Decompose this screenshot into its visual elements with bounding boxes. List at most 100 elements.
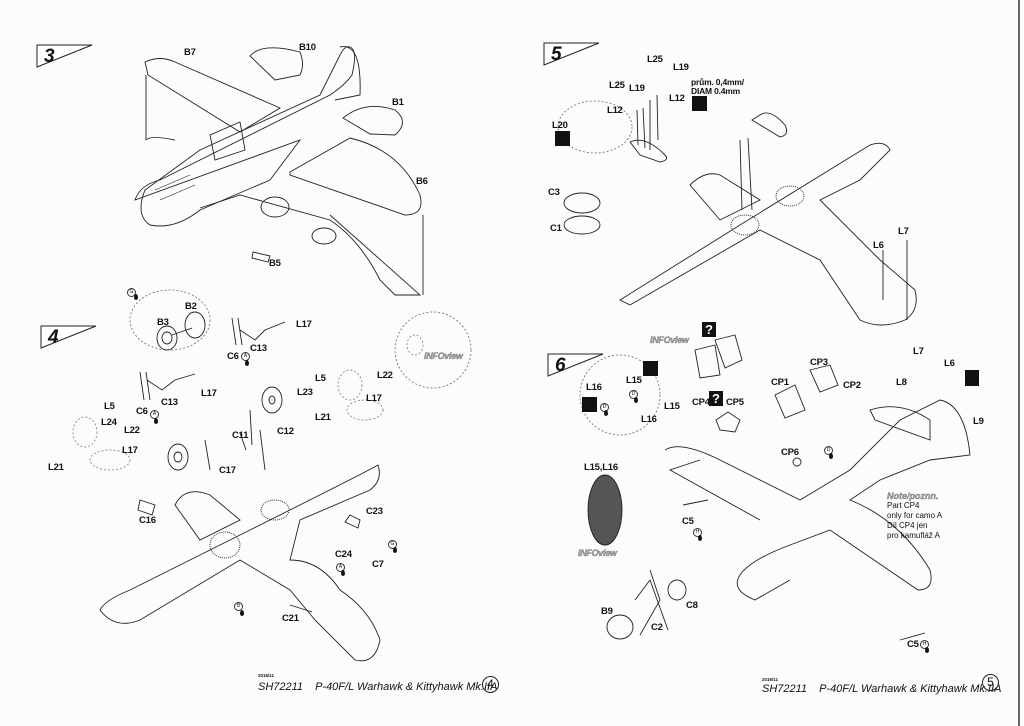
- date-code: 2016/11: [258, 673, 275, 678]
- part-label: L17: [366, 393, 382, 404]
- part-label: B9: [601, 606, 613, 617]
- part-label: CP5: [726, 397, 744, 408]
- paint-ref-H: H: [920, 640, 929, 649]
- step3-aircraft-drawing: [134, 46, 424, 296]
- part-label: C21: [282, 613, 299, 624]
- part-label: C5: [682, 516, 694, 527]
- part-label: L24: [101, 417, 117, 428]
- part-label: L6: [873, 240, 884, 251]
- part-label: B7: [184, 47, 196, 58]
- step-number: 5: [551, 44, 562, 65]
- step5-drawings: [557, 94, 917, 326]
- infoview-label: INFOview: [650, 335, 689, 345]
- part-label: L6: [944, 358, 955, 369]
- bend-photoetch-icon: [643, 361, 658, 376]
- part-label: C13: [250, 343, 267, 354]
- note-line: only for camo A: [887, 511, 943, 520]
- bend-photoetch-icon: [555, 131, 570, 146]
- paint-drop-icon: [134, 294, 138, 300]
- footer-page-5: SH72211 P-40F/L Warhawk & Kittyhawk Mk.II…: [762, 683, 1001, 695]
- note-line: Part CP4: [887, 501, 920, 510]
- paint-drop-icon: [393, 547, 397, 553]
- part-label: L19: [629, 83, 645, 94]
- part-label: C13: [161, 397, 178, 408]
- question-icon: ?: [709, 391, 723, 406]
- part-label: C17: [219, 465, 236, 476]
- step-3-marker: 3: [36, 44, 94, 68]
- paint-ref-B: B: [234, 602, 243, 611]
- paint-ref-A: A: [336, 563, 345, 572]
- page-number-5: 5: [982, 674, 999, 691]
- note-title: Note/poznn.: [887, 491, 939, 501]
- paint-drop-icon: [698, 535, 702, 541]
- part-label: CP3: [810, 357, 828, 368]
- part-label: L17: [296, 319, 312, 330]
- part-label: L15: [626, 375, 642, 386]
- drill-icon: [692, 96, 707, 111]
- part-label: C6: [227, 351, 239, 362]
- part-label: B3: [157, 317, 169, 328]
- part-label: C6: [136, 406, 148, 417]
- part-label: C11: [232, 430, 249, 441]
- paint-drop-icon: [829, 453, 833, 459]
- part-label: B2: [185, 301, 197, 312]
- page-edge: [1018, 0, 1020, 726]
- camo-note: Note/poznn. Part CP4 only for camo A Díl…: [887, 491, 942, 541]
- part-label: L16: [586, 382, 602, 393]
- paint-ref-D: D: [824, 446, 833, 455]
- note-line: pro kamufláž A: [887, 531, 940, 540]
- part-label: L8: [896, 377, 907, 388]
- step-4-marker: 4: [40, 325, 98, 349]
- step-5-marker: 5: [543, 42, 601, 66]
- part-label: C2: [651, 622, 663, 633]
- part-label: L20: [552, 120, 568, 131]
- page-number-4: 4: [482, 676, 499, 693]
- paint-drop-icon: [925, 647, 929, 653]
- step-number: 6: [555, 355, 566, 376]
- part-label: L22: [124, 425, 140, 436]
- part-label: L9: [973, 416, 984, 427]
- paint-ref-D: D: [629, 390, 638, 399]
- kit-code: SH72211: [762, 683, 808, 695]
- infoview-label: INFOview: [578, 548, 617, 558]
- step4-drawings: [72, 289, 472, 662]
- part-label: L25: [647, 54, 663, 65]
- part-label: L7: [898, 226, 909, 237]
- question-icon: ?: [702, 322, 716, 337]
- part-label: C5: [907, 639, 919, 650]
- part-label: C24: [335, 549, 352, 560]
- part-label: CP2: [843, 380, 861, 391]
- part-label: L15,L16: [584, 462, 618, 473]
- drill-note-line1: prům. 0,4mm/: [691, 77, 744, 87]
- part-label: B1: [392, 97, 404, 108]
- paint-ref-G: G: [388, 540, 397, 549]
- paint-drop-icon: [154, 418, 158, 424]
- drill-note-line2: DIAM 0.4mm: [691, 86, 741, 96]
- part-label: C16: [139, 515, 156, 526]
- kit-title: P-40F/L Warhawk & Kittyhawk Mk.IIA: [315, 681, 498, 693]
- part-label: L22: [377, 370, 393, 381]
- part-label: L17: [122, 445, 138, 456]
- paint-drop-icon: [604, 410, 608, 416]
- paint-drop-icon: [634, 397, 638, 403]
- instruction-page-5: [512, 0, 1024, 726]
- kit-title: P-40F/L Warhawk & Kittyhawk Mk.IIA: [819, 683, 1002, 695]
- part-label: B5: [269, 258, 281, 269]
- part-label: L21: [315, 412, 331, 423]
- part-label: L12: [607, 105, 623, 116]
- step-number: 4: [48, 327, 59, 348]
- part-label: L19: [673, 62, 689, 73]
- part-label: L12: [669, 93, 685, 104]
- infoview-label: INFOview: [424, 351, 463, 361]
- step-6-marker: 6: [547, 353, 605, 377]
- part-label: L17: [201, 388, 217, 399]
- paint-drop-icon: [240, 610, 244, 616]
- part-label: L5: [104, 401, 115, 412]
- part-label: L25: [609, 80, 625, 91]
- drill-icon: [965, 370, 979, 386]
- note-line: Díl CP4 jen: [887, 521, 928, 530]
- part-label: C3: [548, 187, 560, 198]
- part-label: B10: [299, 42, 316, 53]
- step-number: 3: [44, 46, 55, 67]
